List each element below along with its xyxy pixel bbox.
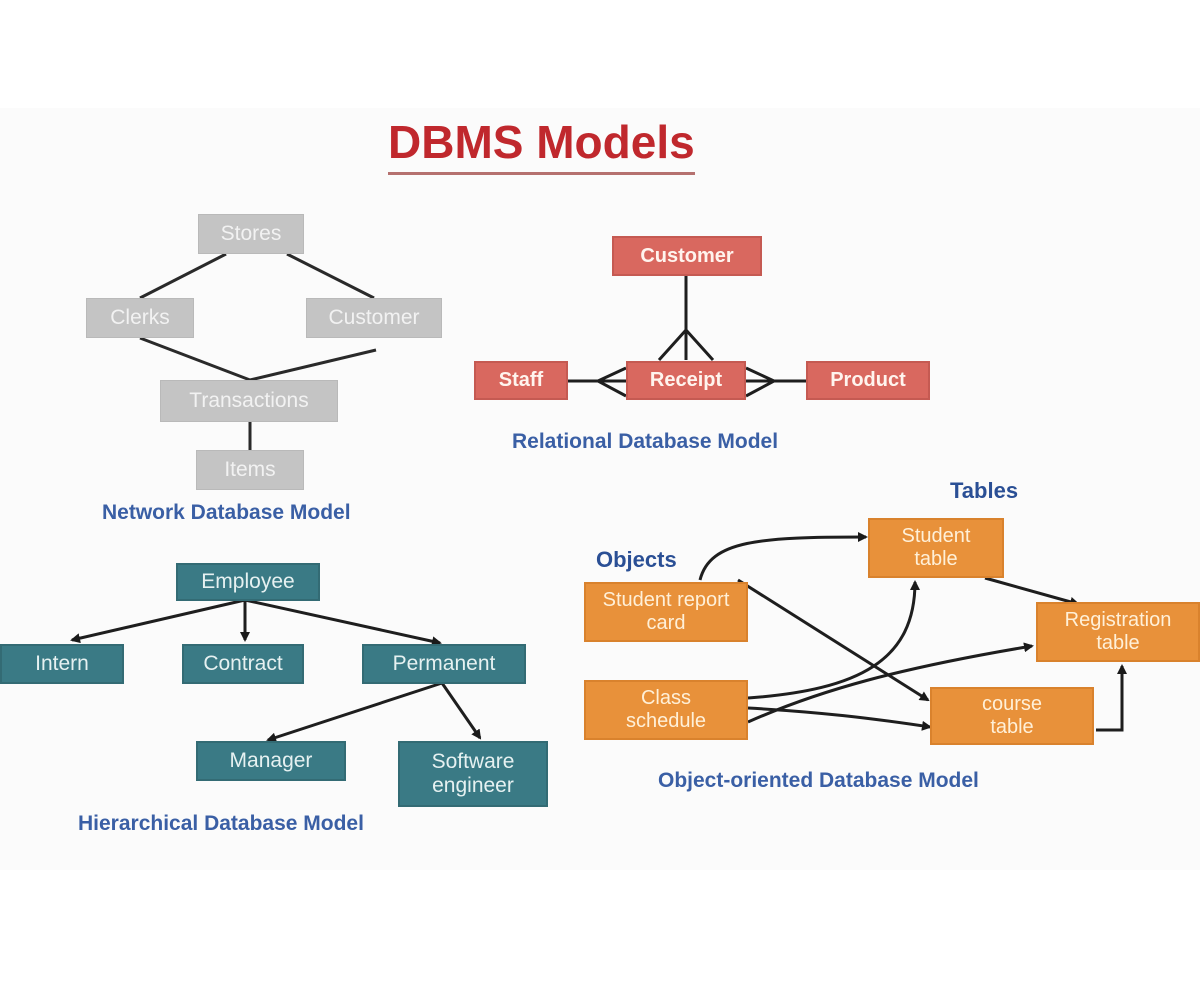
network-model-caption: Network Database Model — [102, 501, 351, 524]
hierarchical-node-software-engineer: Software engineer — [398, 741, 548, 807]
crowfoot-receipt-left — [594, 366, 627, 398]
network-node-stores: Stores — [198, 214, 304, 254]
edge-reportcard-studenttable — [698, 532, 868, 581]
network-node-items: Items — [196, 450, 304, 490]
edge-schedule-coursetable — [747, 706, 932, 731]
edge-coursetable-registration — [1096, 664, 1127, 732]
hierarchical-node-permanent: Permanent — [362, 644, 526, 684]
edge-reportcard-coursetable — [737, 578, 930, 702]
relational-node-receipt: Receipt — [626, 361, 746, 400]
crowfoot-receipt-top — [657, 327, 715, 362]
edge-stores-customer — [286, 252, 375, 300]
table-node-student-table: Student table — [868, 518, 1004, 578]
edge-employee-permanent — [244, 598, 442, 647]
edge-clerks-transactions — [139, 336, 251, 382]
hierarchical-node-contract: Contract — [182, 644, 304, 684]
relational-node-staff: Staff — [474, 361, 568, 400]
page-title: DBMS Models — [388, 112, 695, 175]
table-node-registration-table: Registration table — [1036, 602, 1200, 662]
object-oriented-model-caption: Object-oriented Database Model — [658, 769, 979, 792]
crowfoot-receipt-right — [745, 366, 778, 398]
network-edges — [139, 252, 377, 450]
tables-label: Tables — [950, 478, 1019, 503]
edge-permanent-engineer — [440, 682, 482, 740]
network-node-clerks: Clerks — [86, 298, 194, 338]
hierarchical-node-employee: Employee — [176, 563, 320, 601]
hierarchical-node-intern: Intern — [0, 644, 124, 684]
edge-studenttable-registration — [984, 576, 1080, 607]
edge-stores-clerks — [139, 252, 227, 300]
object-node-class-schedule: Class schedule — [584, 680, 748, 740]
edge-employee-intern — [70, 598, 246, 644]
object-edges — [698, 532, 1127, 732]
relational-node-product: Product — [806, 361, 930, 400]
hierarchical-model-caption: Hierarchical Database Model — [78, 812, 364, 835]
object-node-student-report-card: Student report card — [584, 582, 748, 642]
relational-model-caption: Relational Database Model — [512, 430, 779, 453]
relational-node-customer: Customer — [612, 236, 762, 276]
objects-label: Objects — [596, 547, 677, 572]
hierarchical-edges — [70, 598, 482, 743]
edge-permanent-manager — [266, 681, 443, 743]
edge-customer-transactions — [249, 348, 377, 382]
network-node-customer: Customer — [306, 298, 442, 338]
edge-schedule-studenttable — [747, 580, 920, 700]
relational-edges — [566, 276, 806, 398]
network-node-transactions: Transactions — [160, 380, 338, 422]
table-node-course-table: course table — [930, 687, 1094, 745]
hierarchical-node-manager: Manager — [196, 741, 346, 781]
